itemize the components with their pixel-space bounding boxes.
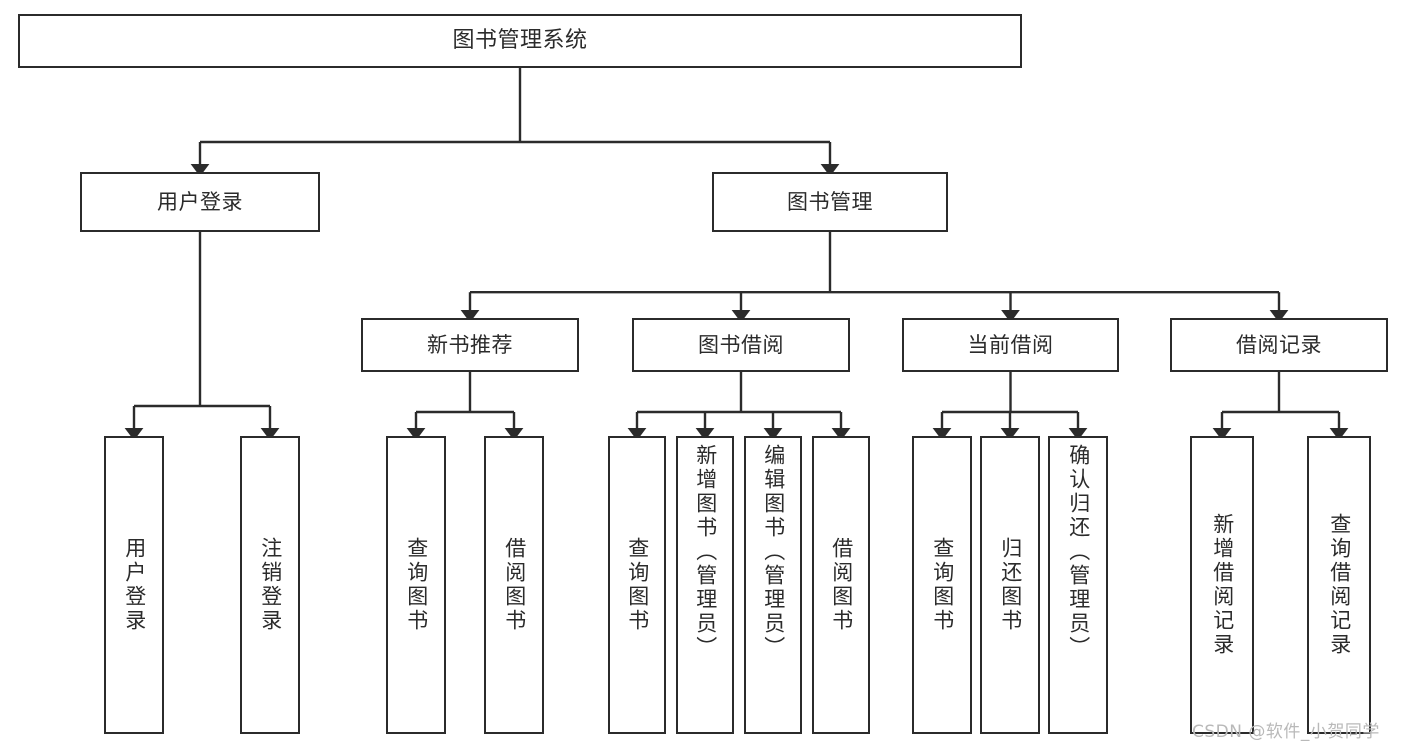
node-leaf-confirm-return[interactable]: 确认归还（管理员） (1048, 436, 1108, 734)
node-new-book-rec[interactable]: 新书推荐 (361, 318, 579, 372)
node-label: 图书管理 (787, 189, 873, 214)
node-label: 图书借阅 (698, 332, 784, 357)
node-current-borrow[interactable]: 当前借阅 (902, 318, 1119, 372)
node-root[interactable]: 图书管理系统 (18, 14, 1022, 68)
node-leaf-query-book-3[interactable]: 查询图书 (912, 436, 972, 734)
node-label: 归还图书 (998, 537, 1023, 633)
node-leaf-add-record[interactable]: 新增借阅记录 (1190, 436, 1254, 734)
node-label: 借阅图书 (502, 537, 527, 633)
node-label: 查询图书 (625, 537, 650, 633)
node-leaf-query-record[interactable]: 查询借阅记录 (1307, 436, 1371, 734)
node-leaf-user-login[interactable]: 用户登录 (104, 436, 164, 734)
node-label: 注销登录 (258, 537, 283, 633)
node-leaf-borrow-book-2[interactable]: 借阅图书 (812, 436, 870, 734)
node-book-manage[interactable]: 图书管理 (712, 172, 948, 232)
node-label: 查询图书 (404, 537, 429, 633)
node-label: 用户登录 (122, 537, 147, 633)
node-label: 新增图书（管理员） (693, 444, 718, 660)
node-label: 新书推荐 (427, 332, 513, 357)
node-label: 当前借阅 (967, 332, 1054, 357)
node-book-borrow[interactable]: 图书借阅 (632, 318, 850, 372)
node-label: 用户登录 (157, 189, 243, 214)
node-leaf-borrow-book-1[interactable]: 借阅图书 (484, 436, 544, 734)
node-label: 查询图书 (930, 537, 955, 633)
node-label: 借阅图书 (829, 537, 854, 633)
node-borrow-record[interactable]: 借阅记录 (1170, 318, 1388, 372)
node-leaf-query-book-2[interactable]: 查询图书 (608, 436, 666, 734)
node-label: 图书管理系统 (452, 28, 588, 54)
node-user-login[interactable]: 用户登录 (80, 172, 320, 232)
node-leaf-query-book-1[interactable]: 查询图书 (386, 436, 446, 734)
node-leaf-logout[interactable]: 注销登录 (240, 436, 300, 734)
node-label: 查询借阅记录 (1327, 513, 1352, 657)
node-label: 借阅记录 (1236, 332, 1322, 357)
watermark: CSDN @软件_小贺同学 (1192, 722, 1380, 742)
node-leaf-add-book[interactable]: 新增图书（管理员） (676, 436, 734, 734)
node-label: 新增借阅记录 (1210, 513, 1235, 657)
node-leaf-return-book[interactable]: 归还图书 (980, 436, 1040, 734)
node-label: 编辑图书（管理员） (761, 444, 786, 660)
node-leaf-edit-book[interactable]: 编辑图书（管理员） (744, 436, 802, 734)
node-label: 确认归还（管理员） (1066, 444, 1091, 660)
